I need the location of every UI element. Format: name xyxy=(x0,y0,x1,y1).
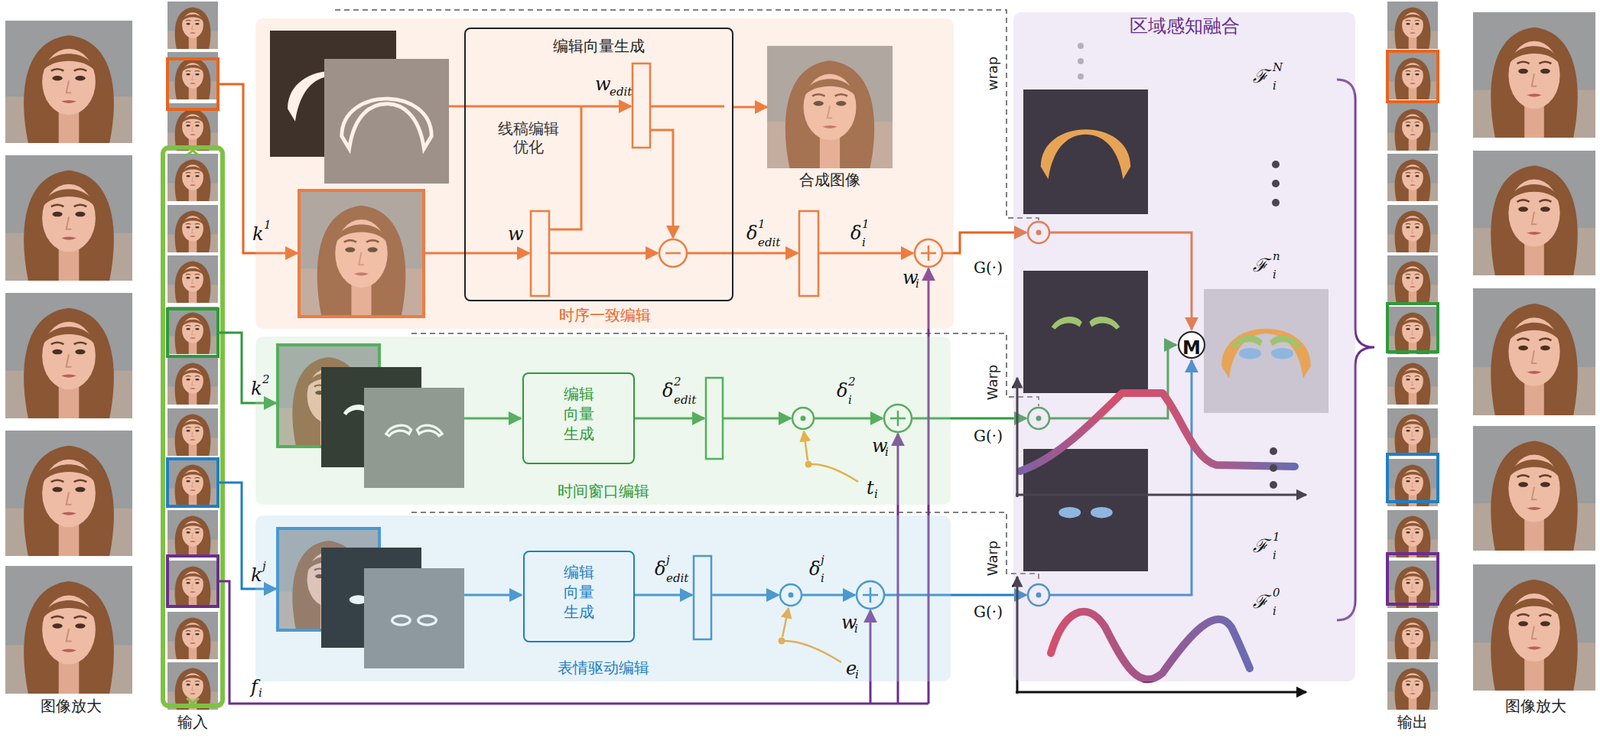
caption-label: 图像放大 xyxy=(40,696,102,716)
zoomed-frames-right xyxy=(1473,12,1596,691)
axis xyxy=(1015,691,1307,694)
caption-label: 图像放大 xyxy=(1505,696,1567,716)
keyframe-highlight xyxy=(1387,51,1438,102)
warp-label: Warp xyxy=(985,540,1001,577)
node-title: 编辑向量生成 xyxy=(465,36,732,296)
node-title: 表情驱动编辑 xyxy=(255,658,951,677)
frame-thumb xyxy=(167,255,218,303)
node-title: 输入 xyxy=(177,712,209,732)
frame-thumb xyxy=(1387,1,1438,49)
frame-thumb xyxy=(1387,153,1438,202)
generator-label: G(·) xyxy=(973,259,1003,277)
face-photo xyxy=(5,155,133,281)
node-title: 编辑向量生成 xyxy=(562,383,596,444)
generator-label: G(·) xyxy=(973,427,1003,445)
frame-thumb xyxy=(167,408,218,456)
math-index: i xyxy=(258,686,263,700)
module-panel: 时间窗口编辑 编辑向量生成 xyxy=(255,336,951,505)
math-symbol: f xyxy=(250,676,258,697)
window-bracket xyxy=(162,147,223,706)
frame-thumb xyxy=(167,560,218,609)
keyframe-highlight xyxy=(1387,303,1438,352)
process-box: 编辑向量生成 xyxy=(523,550,635,643)
image-frame: 合成图像 xyxy=(767,45,893,169)
frame-highlight xyxy=(1387,553,1438,605)
frame-thumb xyxy=(1387,357,1438,405)
frame-thumb xyxy=(1387,52,1438,100)
face-photo xyxy=(5,565,133,694)
module-panel: 时序一致编辑编辑向量生成线稿编辑优化合成图像 xyxy=(255,18,954,329)
node-title: 区域感知融合 xyxy=(1013,15,1356,37)
frame-strip: 输出 xyxy=(1385,0,1440,712)
process-box: 编辑向量生成 xyxy=(522,372,635,465)
process-box: 编辑向量生成线稿编辑优化 xyxy=(464,27,734,302)
frame-thumb xyxy=(167,1,218,49)
frame-thumb xyxy=(167,611,218,660)
node-title: 输出 xyxy=(1397,712,1428,732)
keyframe-highlight xyxy=(167,308,218,357)
node-title: 时间窗口编辑 xyxy=(255,481,951,501)
frame-thumb xyxy=(1387,306,1438,355)
face-photo xyxy=(5,292,133,419)
frame-thumb xyxy=(167,458,218,507)
keyframe-highlight xyxy=(1387,454,1438,502)
node-title: 时序一致编辑 xyxy=(255,305,954,325)
frame-strip: 输入 xyxy=(165,0,220,712)
face-photo xyxy=(1473,150,1596,276)
frame-thumb xyxy=(167,357,218,405)
node-title: M xyxy=(1182,337,1201,359)
frame-thumb xyxy=(1387,204,1438,253)
frame-thumb xyxy=(1387,611,1438,660)
keyframe-highlight xyxy=(167,58,218,110)
frame-thumb xyxy=(1387,662,1438,710)
window-chevron xyxy=(186,150,199,703)
frame-thumb xyxy=(167,204,218,253)
face-photo xyxy=(5,430,133,557)
warp-label: wrap xyxy=(985,56,1001,92)
zoomed-frames-left xyxy=(5,20,133,694)
frame-thumb xyxy=(1387,560,1438,609)
output-frames xyxy=(1387,1,1438,710)
node-title: 编辑向量生成 xyxy=(562,562,596,622)
frame-thumb xyxy=(1387,408,1438,456)
frame-thumb xyxy=(1387,458,1438,507)
face-photo xyxy=(1473,426,1596,551)
face-photo xyxy=(5,20,133,144)
frame-thumb xyxy=(1387,510,1438,558)
input-frames xyxy=(162,1,223,710)
face-photo xyxy=(1473,12,1596,138)
generator-label: G(·) xyxy=(973,603,1003,621)
module-panel: 表情驱动编辑 编辑向量生成 xyxy=(255,515,951,682)
module-panel: 区域感知融合 M xyxy=(1013,12,1356,682)
frame-thumb xyxy=(167,153,218,202)
merge-circle: M xyxy=(1177,331,1206,359)
node-note: 线稿编辑优化 xyxy=(496,119,561,157)
warp-label: Warp xyxy=(985,364,1001,401)
frame-highlight xyxy=(167,556,218,607)
face-photo xyxy=(1473,288,1596,416)
frame-thumb xyxy=(167,306,218,355)
frame-thumb xyxy=(167,510,218,558)
keyframe-highlight xyxy=(167,458,218,507)
frame-thumb xyxy=(1387,103,1438,151)
face-photo xyxy=(1473,564,1596,691)
frame-thumb xyxy=(1387,255,1438,303)
